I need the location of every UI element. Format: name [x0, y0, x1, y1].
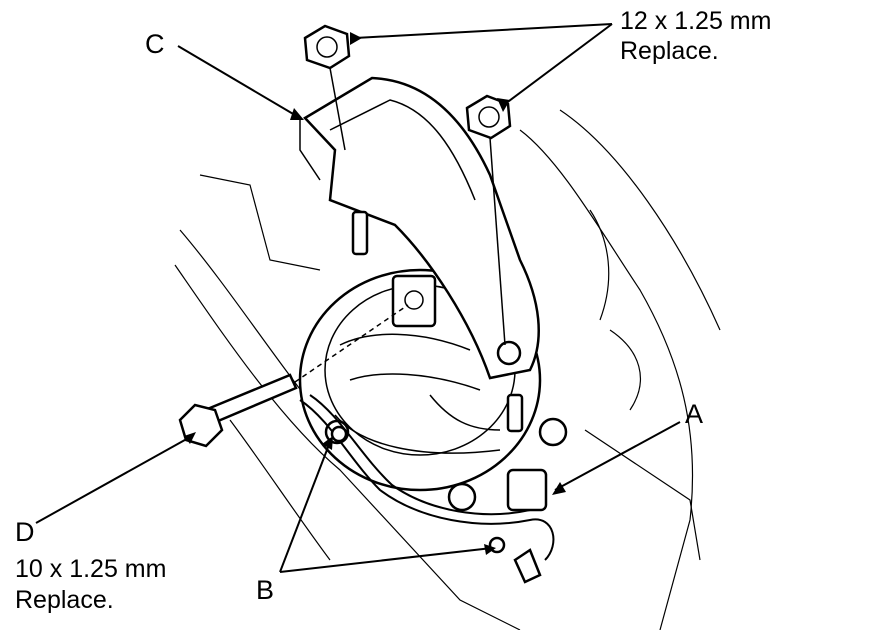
leader-top-nut-right: [504, 23, 613, 105]
leader-b-right: [279, 547, 493, 573]
leader-top-nut-left: [354, 23, 613, 39]
background-frame: [174, 109, 721, 630]
mount-studs: [351, 210, 524, 433]
label-d: D: [15, 517, 35, 547]
bolt-d-spec-label: 10 x 1.25 mm: [15, 555, 167, 583]
bolt-d-replace-note: Replace.: [15, 586, 114, 614]
leader-d: [35, 435, 193, 524]
wire-harness: [299, 394, 555, 584]
top-nut-left: [303, 24, 351, 151]
label-b: B: [256, 575, 275, 605]
label-a: A: [685, 399, 704, 429]
leader-b-left: [279, 441, 331, 573]
leader-c: [177, 45, 301, 119]
top-nut-right: [465, 94, 512, 346]
leader-lines: [35, 23, 681, 573]
leader-a: [554, 421, 681, 491]
bracket-c: [299, 76, 540, 380]
label-c: C: [145, 29, 165, 59]
top-nut-replace-note: Replace.: [620, 37, 719, 65]
clip-b-left: [330, 425, 348, 443]
top-nut-spec-label: 12 x 1.25 mm: [620, 7, 772, 35]
connector-a: [506, 468, 548, 512]
